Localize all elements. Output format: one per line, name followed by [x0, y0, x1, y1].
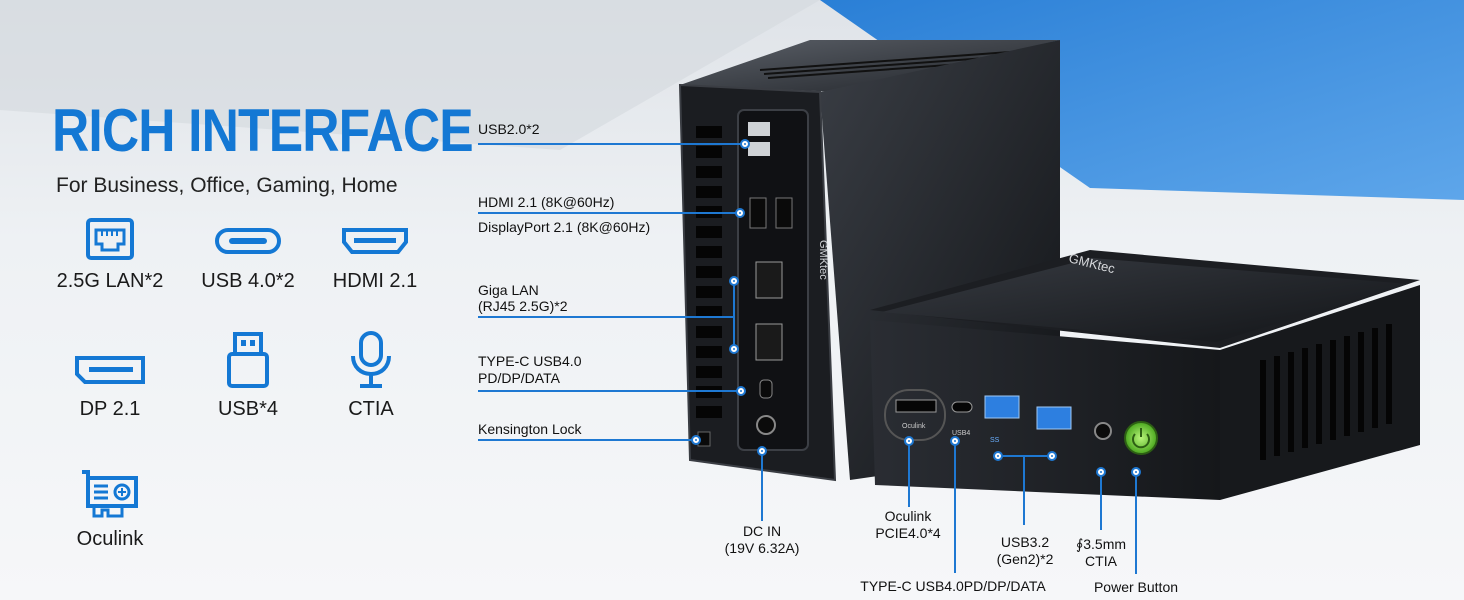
callout-line: [733, 280, 735, 350]
callout-line: [478, 143, 746, 145]
callout-dp: DisplayPort 2.1 (8K@60Hz): [478, 219, 651, 235]
callout-dot: [729, 344, 739, 354]
brand-text: GMKtec: [817, 240, 829, 280]
callout-dot: [993, 451, 1003, 461]
page-title: RICH INTERFACE: [52, 97, 474, 164]
feature-label: HDMI 2.1: [332, 270, 418, 292]
callout-typec-2: PD/DP/DATA: [478, 370, 560, 386]
feature-label: 2.5G LAN*2: [56, 270, 164, 292]
callout-hdmi: HDMI 2.1 (8K@60Hz): [478, 194, 615, 210]
port-label-usb4: USB4: [952, 430, 970, 437]
callout-audio-2: CTIA: [1085, 553, 1117, 569]
feature-ctia: CTIA: [306, 330, 436, 421]
callout-power: Power Button: [1093, 579, 1179, 595]
feature-oculink: Oculink: [45, 468, 175, 551]
pcie-card-icon: [82, 470, 138, 518]
callout-usb2: USB2.0*2: [478, 121, 540, 137]
callout-dcin-2: (19V 6.32A): [724, 540, 800, 556]
callout-lan-2: (RJ45 2.5G)*2: [478, 298, 568, 314]
callout-dot: [1047, 451, 1057, 461]
displayport-icon: [75, 356, 145, 384]
callout-usb32-2: (Gen2)*2: [996, 551, 1054, 567]
feature-hdmi: HDMI 2.1: [310, 218, 440, 293]
microphone-icon: [351, 331, 391, 388]
callout-line: [1023, 455, 1025, 525]
callout-line: [1100, 476, 1102, 530]
ethernet-port-icon: [86, 218, 134, 260]
feature-label: DP 2.1: [79, 398, 141, 420]
feature-label: USB*4: [217, 398, 279, 420]
callout-line: [478, 212, 740, 214]
feature-label: CTIA: [348, 398, 394, 420]
callout-line: [954, 445, 956, 573]
callout-audio-1: ∮3.5mm: [1075, 536, 1127, 552]
callout-kensington: Kensington Lock: [478, 421, 582, 437]
callout-typec-1: TYPE-C USB4.0: [478, 353, 582, 369]
callout-oculink-1: Oculink: [884, 508, 932, 524]
feature-usb4: USB 4.0*2: [183, 218, 313, 293]
callout-dot: [691, 435, 701, 445]
callout-usb32-1: USB3.2: [1000, 534, 1050, 550]
feature-dp: DP 2.1: [45, 346, 175, 421]
feature-label: USB 4.0*2: [201, 270, 295, 292]
callout-line: [478, 439, 696, 441]
callout-line: [1003, 455, 1047, 457]
mini-pc-illustration: GMKtec GMKtec Oculink USB4 SS: [678, 40, 1420, 500]
feature-lan: 2.5G LAN*2: [45, 218, 175, 293]
callout-dot: [729, 276, 739, 286]
callout-line: [761, 455, 763, 521]
feature-usb: USB*4: [183, 330, 313, 421]
callout-line: [478, 316, 734, 318]
callout-line: [478, 390, 740, 392]
callout-dot: [735, 208, 745, 218]
callout-dot: [736, 386, 746, 396]
callout-line: [908, 445, 910, 507]
callout-dcin-1: DC IN: [742, 523, 782, 539]
callout-lan-1: Giga LAN: [478, 282, 539, 298]
feature-label: Oculink: [76, 528, 144, 550]
port-label-ss: SS: [990, 437, 1000, 444]
callout-typec-front: TYPE-C USB4.0PD/DP/DATA: [860, 578, 1046, 594]
callout-dot: [740, 139, 750, 149]
usb-a-port-icon: [227, 332, 269, 388]
callout-line: [1135, 476, 1137, 574]
callout-oculink-2: PCIE4.0*4: [875, 525, 941, 541]
usb-c-port-icon: [215, 228, 281, 254]
port-label-oculink: Oculink: [902, 423, 926, 430]
page-subtitle: For Business, Office, Gaming, Home: [56, 174, 398, 197]
hdmi-port-icon: [342, 228, 408, 254]
